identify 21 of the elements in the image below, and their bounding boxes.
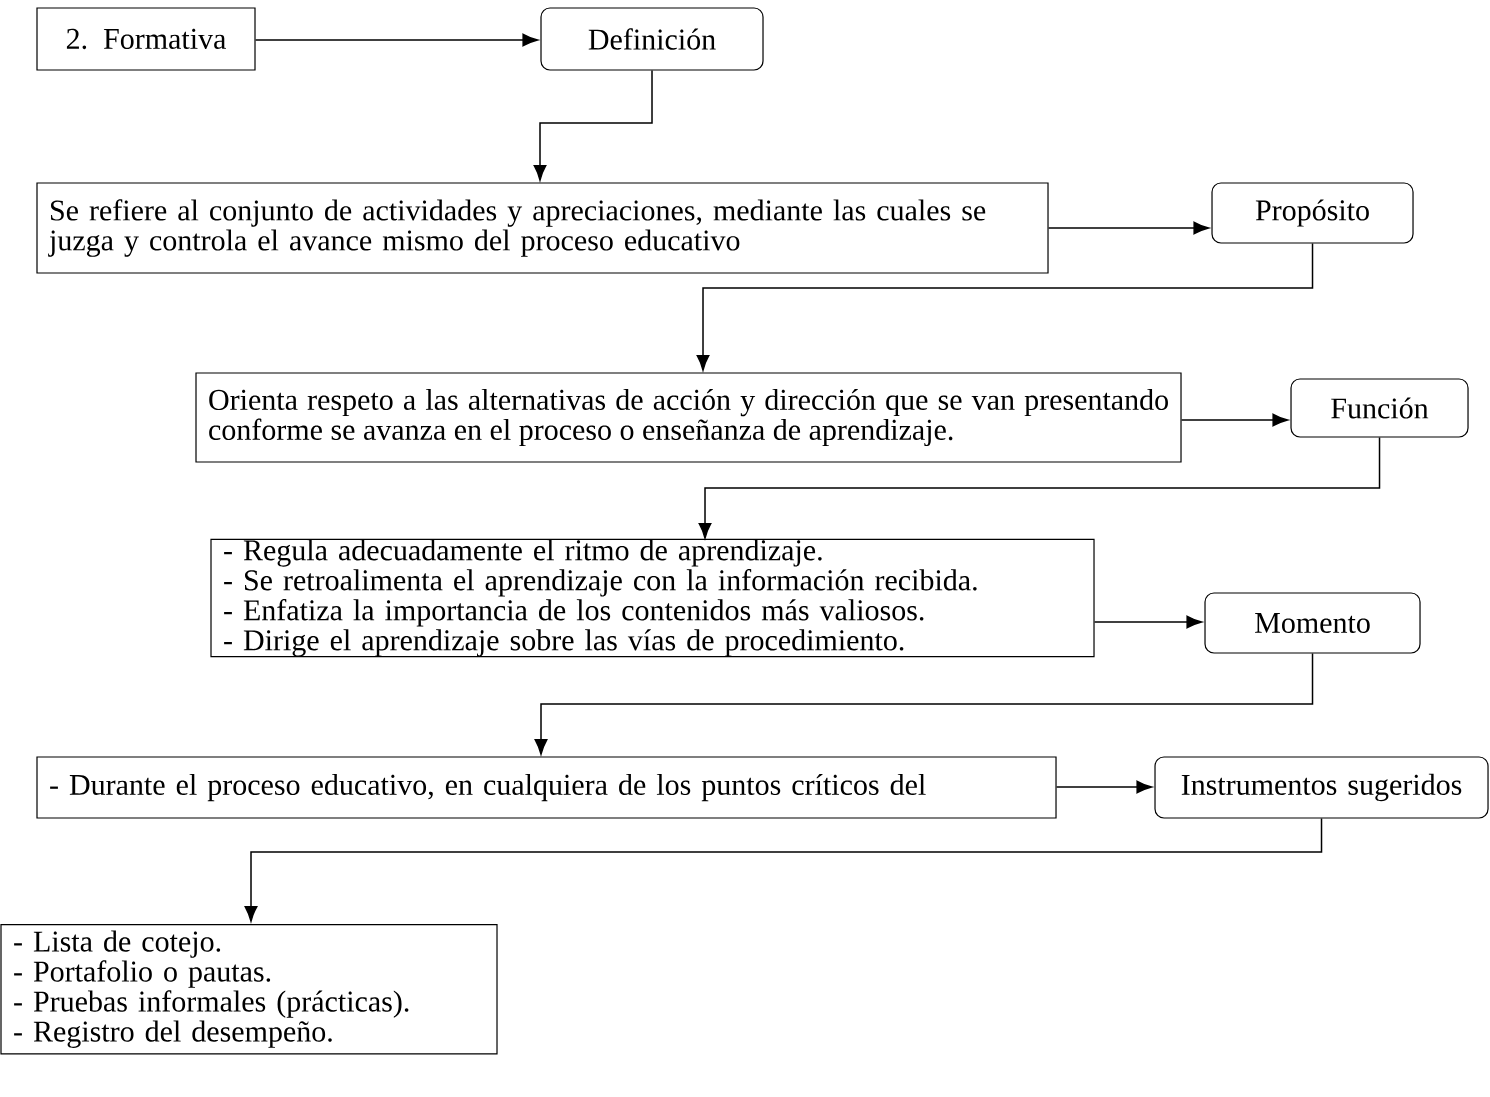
list-box: - Lista de cotejo. - Portafolio o pautas. - Pruebas informales (prácticas). - Registro del desempeño. — [0, 924, 498, 1055]
arrow — [254, 33, 539, 47]
arrow — [534, 652, 1314, 755]
arrow — [1093, 615, 1203, 629]
arrow — [698, 436, 1381, 539]
heading-box: Función — [1290, 378, 1469, 438]
heading-box: Instrumentos sugeridos — [1154, 756, 1489, 819]
arrow — [1180, 413, 1289, 427]
heading-box: Momento — [1204, 592, 1421, 654]
arrow — [1047, 221, 1210, 235]
text-box: Se refiere al conjunto de actividades y apreciaciones, mediante las cuales se juzga y controla el avance mismo del proceso educativo — [36, 182, 1049, 274]
arrow — [1055, 780, 1153, 794]
heading-box: Propósito — [1211, 182, 1414, 244]
arrow — [244, 817, 1323, 922]
heading-box: Definición — [540, 7, 764, 71]
label-box: 2. Formativa — [36, 7, 256, 71]
text-box: Orienta respeto a las alternativas de acción y dirección que se van presentando conforme se avanza en el proceso o enseñanza de aprendizaje. — [195, 372, 1182, 463]
list-box: - Regula adecuadamente el ritmo de aprendizaje. - Se retroalimenta el aprendizaje con la información recibida. - Enfatiza la importancia de los contenidos más valiosos. - Dirige el aprendizaje sobre las vías de procedimiento. — [210, 538, 1095, 658]
arrow — [696, 242, 1314, 371]
arrow — [533, 69, 653, 181]
text-box: - Durante el proceso educativo, en cualquiera de los puntos críticos del — [36, 756, 1057, 819]
